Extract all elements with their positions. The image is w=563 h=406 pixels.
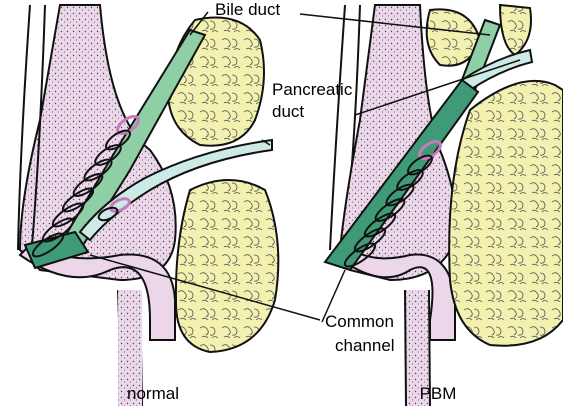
pancreatic-duct-label-line2: duct bbox=[272, 102, 304, 122]
pancreas-lower-right bbox=[449, 81, 563, 346]
pancreas-lower-left bbox=[176, 180, 278, 352]
common-channel-label-line2: channel bbox=[335, 336, 395, 356]
pancreas-upper-right-small bbox=[500, 5, 531, 55]
bile-duct-label: Bile duct bbox=[215, 0, 280, 20]
caption-normal: normal bbox=[93, 384, 213, 404]
caption-pbm: PBM bbox=[378, 384, 498, 404]
pancreatic-duct-label-line1: Pancreatic bbox=[272, 80, 352, 100]
pancreas-upper-left bbox=[168, 18, 264, 146]
common-channel-label-line1: Common bbox=[325, 312, 394, 332]
normal-panel bbox=[18, 5, 278, 406]
